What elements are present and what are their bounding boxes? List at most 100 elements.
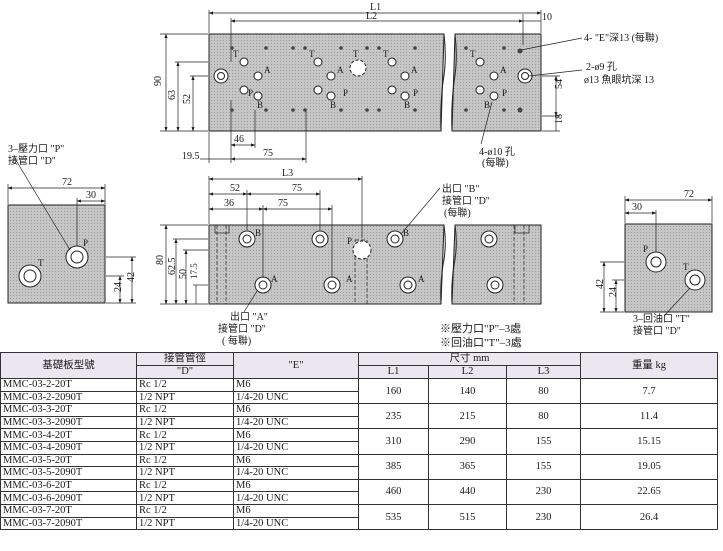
cell-l3: 155	[506, 453, 581, 480]
cell-l3: 80	[506, 403, 581, 430]
left-port-T: T	[38, 258, 44, 268]
header-l2: L2	[428, 365, 507, 379]
technical-drawing: L1 L2 10 90 63 52 46 75 19.5 54 18	[7, 2, 713, 349]
cell-l1: 310	[358, 428, 429, 455]
port-T-4: T	[470, 49, 476, 59]
front-port-B-3: B	[403, 228, 409, 238]
cell-l1: 160	[358, 377, 429, 405]
cell-e: 1/4-20 UNC	[233, 440, 359, 455]
cell-weight: 19.05	[580, 453, 718, 480]
left-dim-30: 30	[86, 190, 96, 201]
cell-weight: 22.65	[580, 478, 718, 505]
header-model: 基礎板型號	[0, 352, 137, 379]
right-dim-30: 30	[632, 202, 642, 213]
dim-L3: L3	[282, 168, 293, 179]
top-plate-outline	[208, 33, 445, 132]
note-per-unit-b: (每聯)	[444, 206, 471, 219]
left-dim-24: 24	[113, 282, 124, 292]
note-hole-2: 2-ø9 孔	[586, 61, 617, 73]
note-outlet-b: 出口 "B"	[442, 182, 479, 195]
front-view: B B A A A P L3 52 75 36 75 80 62.5 50	[155, 168, 542, 349]
left-port-P: P	[83, 238, 88, 248]
left-side-view: P T 72 30 42 24 3–壓力口 "P" 接管口 "D"	[7, 142, 137, 304]
top-view: L1 L2 10 90 63 52 46 75 19.5 54 18	[153, 2, 658, 169]
port-P-3: P	[413, 88, 418, 98]
header-pipe-sub: "D"	[136, 365, 234, 379]
dim-75-front-a: 75	[292, 183, 302, 194]
port-B-1: B	[257, 100, 263, 110]
port-A-1: A	[264, 65, 271, 75]
cell-l2: 290	[428, 428, 507, 455]
cell-model: MMC-03-3-2090T	[0, 415, 137, 430]
cell-l1: 460	[358, 478, 429, 505]
dim-L2: L2	[366, 11, 377, 22]
port-T-2: T	[309, 49, 315, 59]
note-outlet-a: 出口 "A"	[230, 310, 268, 323]
port-A-3: A	[411, 65, 418, 75]
cell-model: MMC-03-4-20T	[0, 428, 137, 442]
dim-75-front-b: 75	[278, 198, 288, 209]
port-B-4: B	[484, 100, 490, 110]
cell-e: 1/4-20 UNC	[233, 415, 359, 430]
front-port-A-1: A	[271, 274, 278, 284]
cell-model: MMC-03-2-2090T	[0, 390, 137, 405]
dim-62-5: 62.5	[167, 258, 178, 276]
header-pipe: 接管管徑	[136, 352, 234, 366]
top-plate-outline-right	[451, 33, 542, 132]
cell-l2: 140	[428, 377, 507, 405]
dim-63: 63	[167, 90, 178, 100]
cell-e: M6	[233, 503, 359, 518]
dim-52-front: 52	[230, 183, 240, 194]
cell-l2: 215	[428, 403, 507, 430]
cell-pipe: 1/2 NPT	[136, 516, 234, 531]
port-B-3: B	[404, 100, 410, 110]
cell-pipe: Rc 1/2	[136, 503, 234, 518]
header-weight: 重量 kg	[580, 352, 718, 379]
cell-l3: 230	[506, 503, 581, 531]
cell-model: MMC-03-7-20T	[0, 503, 137, 518]
right-port-P: P	[643, 244, 648, 254]
right-dim-24: 24	[608, 287, 619, 297]
dim-17-5: 17.5	[189, 263, 199, 279]
dim-52: 52	[182, 94, 193, 104]
cell-model: MMC-03-7-2090T	[0, 516, 137, 531]
cell-e: 1/4-20 UNC	[233, 466, 359, 480]
cell-pipe: 1/2 NPT	[136, 440, 234, 455]
cell-l1: 235	[358, 403, 429, 430]
cell-pipe: 1/2 NPT	[136, 491, 234, 505]
port-T-2b: T	[353, 49, 359, 59]
cell-weight: 11.4	[580, 403, 718, 430]
port-A-2: A	[337, 65, 344, 75]
front-plate-outline-right	[451, 224, 542, 305]
cell-e: 1/4-20 UNC	[233, 390, 359, 405]
cell-pipe: Rc 1/2	[136, 428, 234, 442]
cell-model: MMC-03-5-20T	[0, 453, 137, 468]
cell-model: MMC-03-2-20T	[0, 378, 137, 392]
cell-e: M6	[233, 378, 359, 392]
dim-75: 75	[263, 148, 273, 159]
note-hole-4: 4-ø10 孔	[479, 146, 515, 158]
note-pipe-d-right: 接管口 "D"	[633, 324, 681, 337]
dim-10: 10	[542, 12, 552, 23]
cell-l2: 515	[428, 503, 507, 531]
cell-e: M6	[233, 478, 359, 493]
front-port-P: P	[347, 236, 352, 246]
port-P-2: P	[343, 88, 348, 98]
note-pipe-d-left: 接管口 "D"	[8, 154, 56, 167]
note-return-ports: ※回油口"T"–3處	[440, 335, 522, 349]
note-pipe-d-a: 接管口 "D"	[218, 322, 266, 335]
note-per-unit-top: (每聯)	[482, 156, 509, 169]
cell-weight: 15.15	[580, 428, 718, 455]
cell-pipe: Rc 1/2	[136, 478, 234, 493]
right-side-outline	[624, 223, 713, 313]
cell-pipe: Rc 1/2	[136, 403, 234, 417]
